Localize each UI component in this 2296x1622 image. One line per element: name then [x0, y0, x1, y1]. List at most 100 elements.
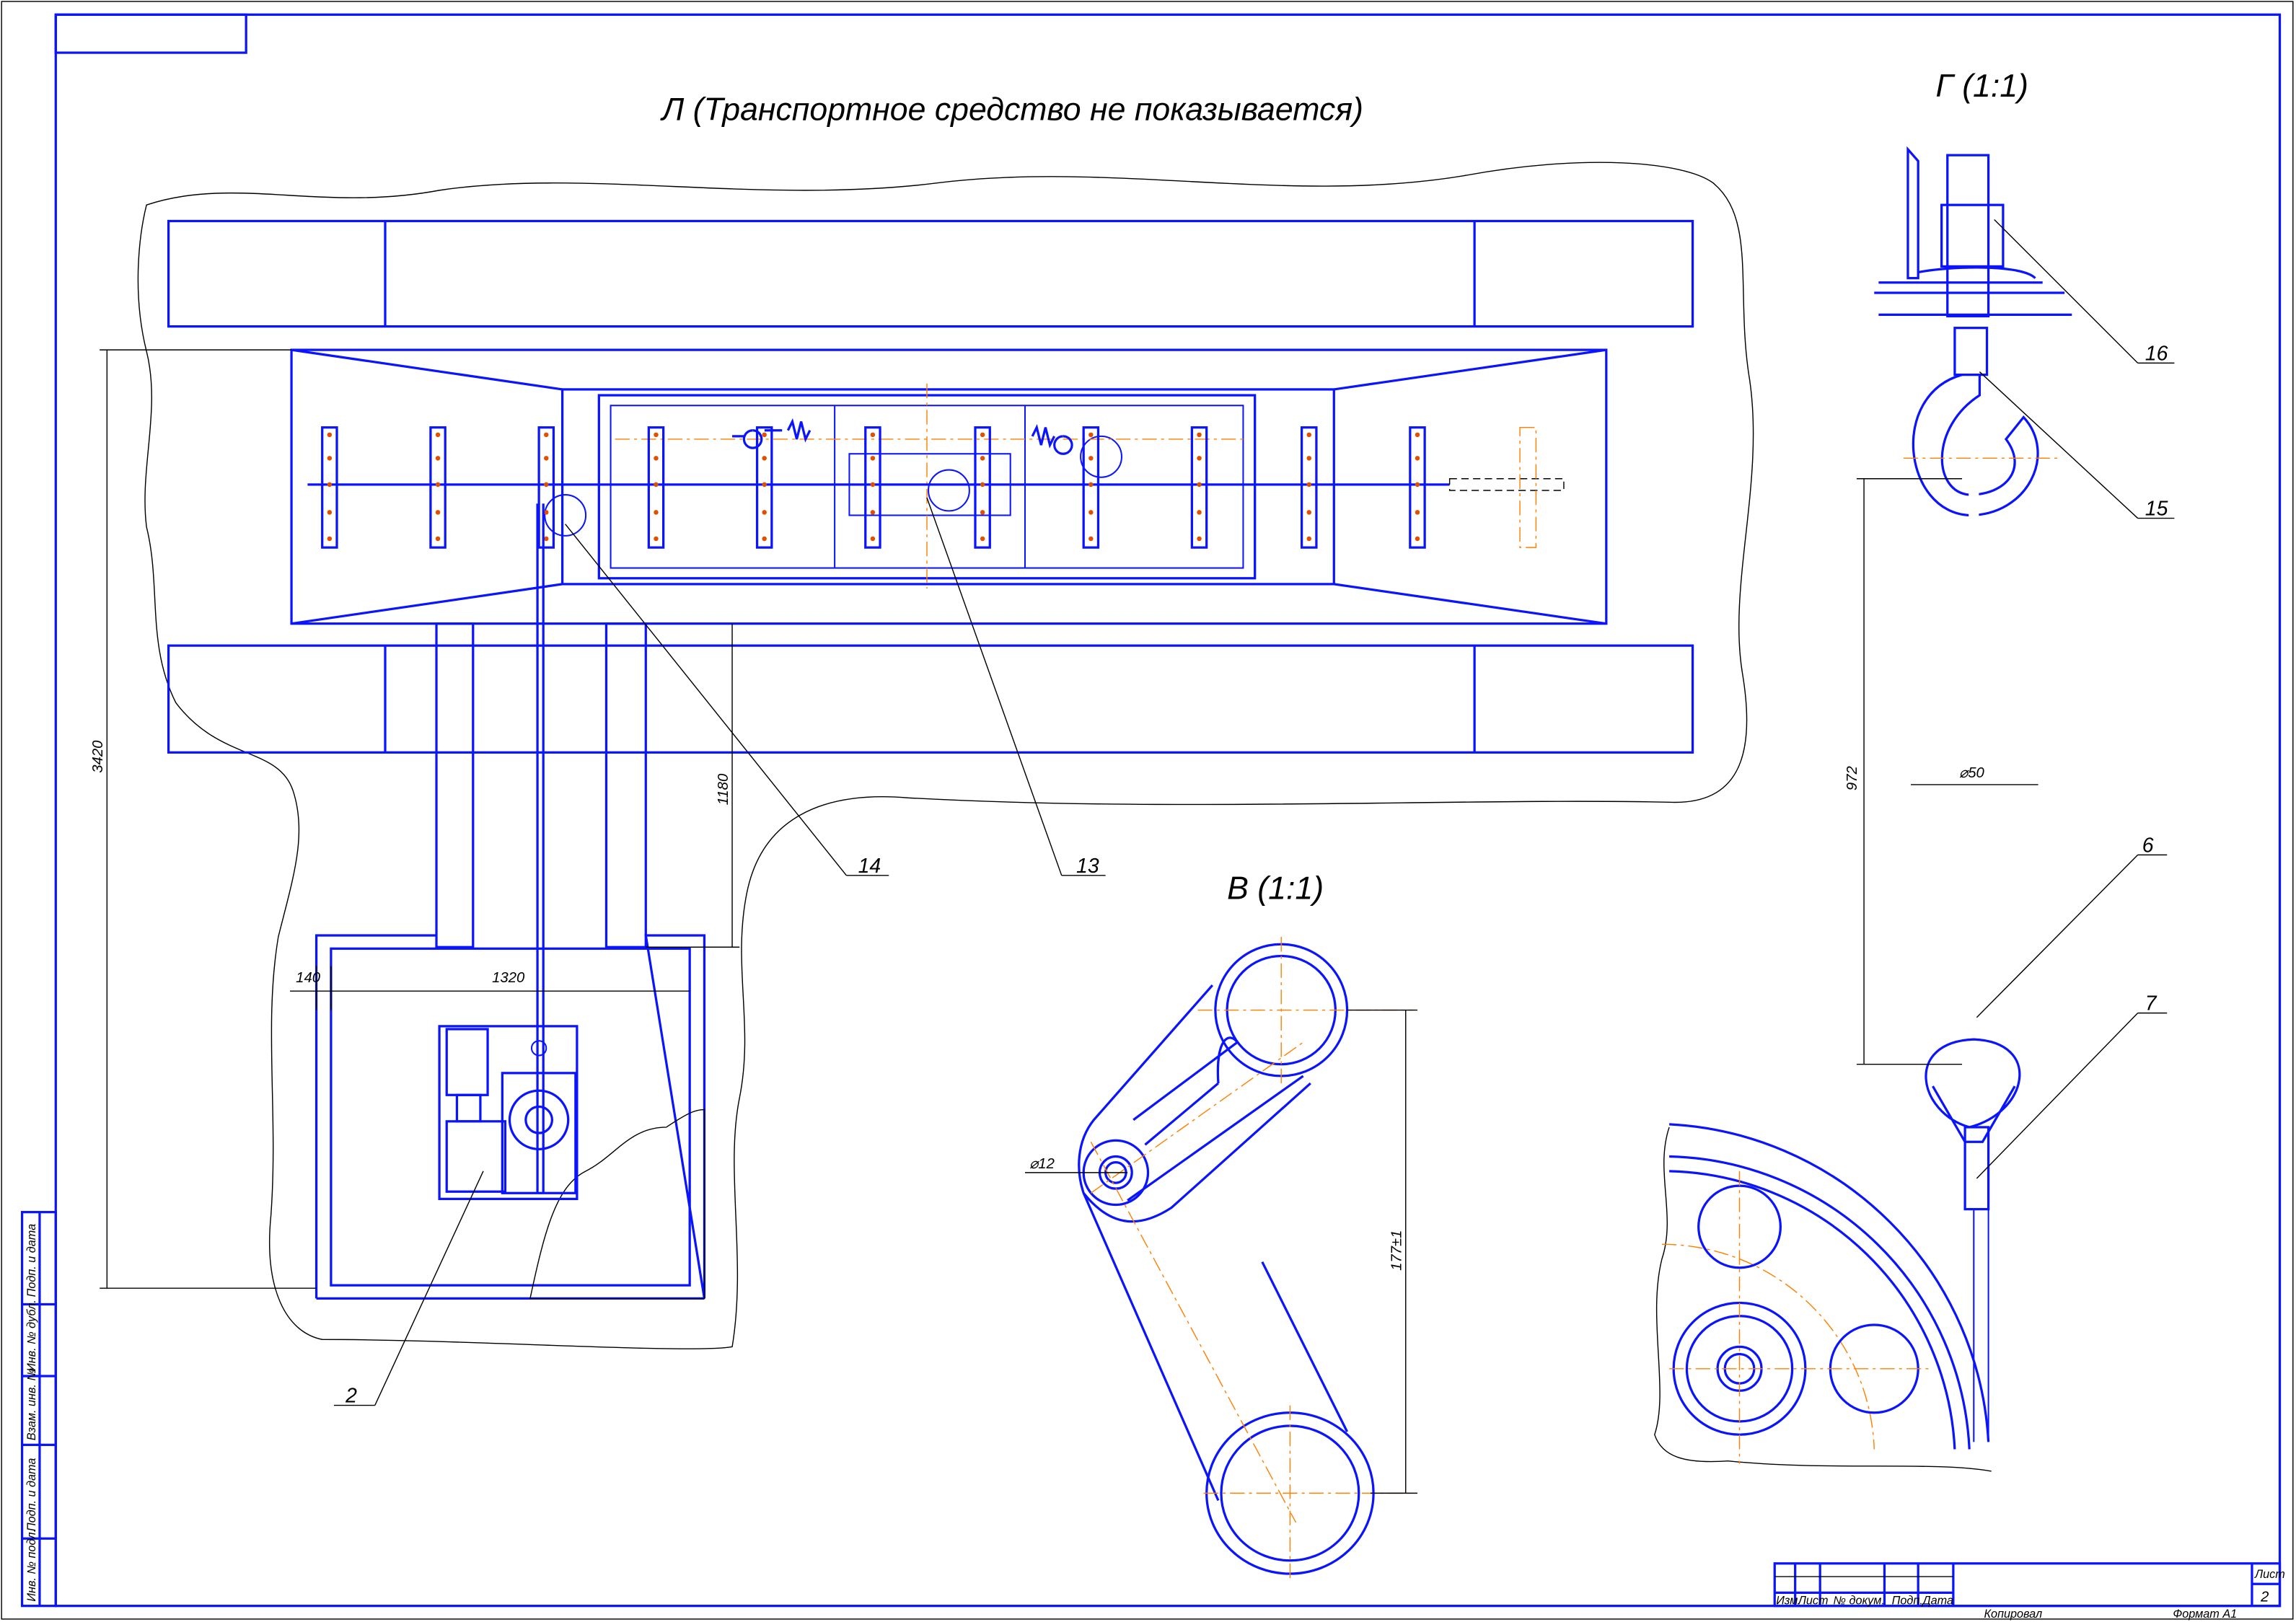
header-dokum: № докум.: [1833, 1595, 1884, 1608]
bolt-hole: [870, 482, 876, 488]
beater-plate: [974, 426, 991, 549]
bolt-hole: [1415, 510, 1420, 515]
bolt-hole: [762, 510, 767, 515]
bolt-hole: [654, 456, 659, 461]
format-label: Формат: [2173, 1608, 2219, 1621]
bolt-hole: [1197, 510, 1202, 515]
bolt-hole: [870, 456, 876, 461]
title-block: Изм. Лист № докум. Подп. Дата Лист 2 Коп…: [1773, 1562, 2285, 1621]
bolt-hole: [544, 536, 549, 542]
bolt-hole: [1197, 536, 1202, 542]
detail-g-spring-assembly: 972 ⌀50 16 15 6 7: [1844, 146, 2175, 1442]
bolt-hole: [1415, 456, 1420, 461]
beater-plate: [1082, 426, 1100, 549]
bolt-hole: [762, 456, 767, 461]
format-value: A1: [2222, 1608, 2237, 1621]
svg-text:16: 16: [2145, 342, 2168, 365]
detail-v-title: В (1:1): [1227, 870, 1324, 906]
stamp-inv-podl: Инв. № подл.: [25, 1529, 38, 1602]
bolt-hole: [1197, 456, 1202, 461]
header-podp: Подп.: [1892, 1595, 1923, 1608]
callout-13: 13: [926, 497, 1106, 878]
bolt-hole: [980, 482, 985, 488]
dim-pin-diameter: ⌀12: [1029, 1156, 1055, 1172]
bolt-hole: [327, 510, 333, 515]
beater-plate: [647, 426, 665, 549]
bolt-hole: [654, 482, 659, 488]
bolt-hole: [1306, 432, 1312, 438]
bolt-hole: [544, 482, 549, 488]
sheet-label: Лист: [2254, 1568, 2285, 1581]
bolt-hole: [1088, 456, 1094, 461]
beater-plate: [429, 426, 447, 549]
bolt-hole: [762, 482, 767, 488]
bolt-hole: [870, 510, 876, 515]
dim-spring-length: 972: [1844, 766, 1860, 790]
beater-plate: [321, 426, 338, 549]
dim-arm-distance: 177±1: [1389, 1230, 1405, 1271]
bolt-hole: [1306, 510, 1312, 515]
bolt-hole: [435, 432, 441, 438]
svg-text:15: 15: [2145, 497, 2168, 520]
bolt-hole: [1415, 536, 1420, 542]
stamp-vzam-inv: Взам. инв. №: [25, 1368, 38, 1440]
beater-plates: [321, 426, 1426, 549]
bolt-hole: [1088, 536, 1094, 542]
svg-text:14: 14: [858, 855, 881, 878]
dim-3420: 3420: [90, 349, 317, 1289]
bolt-hole: [435, 536, 441, 542]
callout-2: 2: [333, 1171, 484, 1408]
dim-1180-text: 1180: [716, 773, 731, 805]
bolt-hole: [435, 482, 441, 488]
header-data: Дата: [1921, 1595, 1953, 1608]
sheet-number: 2: [2260, 1590, 2269, 1605]
bolt-hole: [544, 432, 549, 438]
bolt-hole: [327, 432, 333, 438]
callout-6: 6: [1976, 834, 2168, 1018]
stamp-podp-data-2: Подп. и дата: [25, 1224, 38, 1297]
bolt-hole: [980, 536, 985, 542]
stamp-podp-data-1: Подп. и дата: [25, 1458, 38, 1532]
bolt-hole: [327, 482, 333, 488]
bolt-hole: [327, 536, 333, 542]
soil-hatch: [529, 1108, 705, 1300]
detail-g-title: Г (1:1): [1936, 69, 2028, 104]
bolt-hole: [1306, 456, 1312, 461]
ground-break-outline: [137, 162, 1754, 1349]
svg-text:7: 7: [2145, 992, 2158, 1015]
bolt-hole: [1306, 536, 1312, 542]
beater-plate: [1301, 426, 1318, 549]
bolt-hole: [544, 510, 549, 515]
svg-text:2: 2: [345, 1385, 357, 1408]
bolt-hole: [980, 510, 985, 515]
bolt-hole: [327, 456, 333, 461]
bolt-hole: [654, 510, 659, 515]
bolt-hole: [762, 432, 767, 438]
bolt-hole: [544, 456, 549, 461]
dim-spring-diameter: ⌀50: [1959, 765, 1984, 781]
drive-motor: [438, 503, 579, 1201]
bolt-hole: [1197, 432, 1202, 438]
dim-1180: 1180: [646, 623, 740, 948]
bolt-hole: [1197, 482, 1202, 488]
copied-label: Копировал: [1984, 1608, 2043, 1621]
callout-16: 16: [1994, 219, 2175, 365]
bolt-hole: [654, 536, 659, 542]
beater-plate: [755, 426, 773, 549]
dim-140-1320: 140 1320: [290, 966, 690, 1010]
plan-view: 3420 1180 140 1320 14 13 2: [90, 162, 1754, 1408]
bolt-hole: [1415, 432, 1420, 438]
callout-15: 15: [1979, 371, 2175, 520]
callout-7: 7: [1976, 992, 2168, 1179]
beater-plate: [1190, 426, 1208, 549]
bolt-hole: [1088, 432, 1094, 438]
bolt-hole: [870, 432, 876, 438]
dim-1320-text: 1320: [492, 970, 525, 986]
svg-text:6: 6: [2142, 834, 2154, 857]
svg-text:13: 13: [1076, 855, 1099, 878]
bolt-hole: [980, 432, 985, 438]
beater-plate: [864, 426, 881, 549]
bolt-hole: [1088, 482, 1094, 488]
